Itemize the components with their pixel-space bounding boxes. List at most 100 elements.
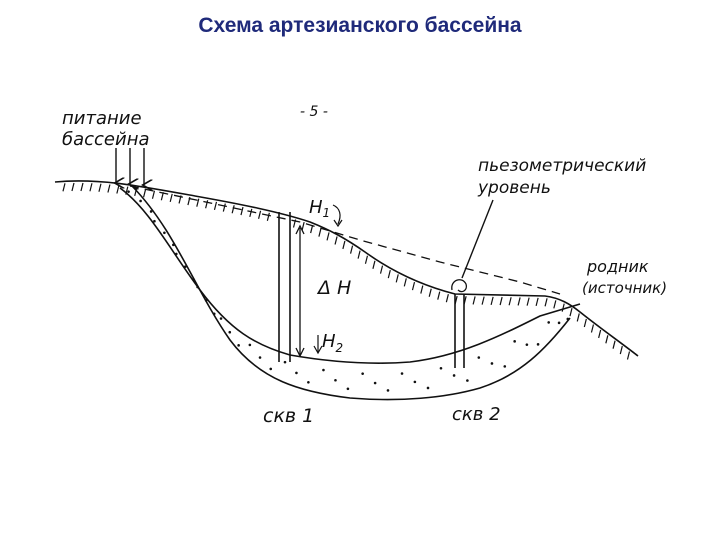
hatch-mark [598, 329, 602, 339]
hatch-mark [553, 300, 557, 309]
sand-dot [196, 285, 199, 289]
sand-dot [466, 379, 469, 382]
page-title: Схема артезианского бассейна [198, 14, 522, 37]
aquifer-sand-dots [127, 190, 570, 392]
sand-dot [373, 381, 377, 385]
well-2 [454, 294, 465, 368]
hatch-mark [428, 288, 432, 297]
hatch-mark [231, 205, 235, 214]
sand-dot [269, 367, 273, 371]
hatch-mark [364, 255, 369, 264]
sand-dot [439, 366, 443, 370]
hatch-mark [472, 296, 476, 305]
hatch-mark [71, 182, 75, 192]
hatch-mark [151, 190, 156, 199]
sand-dot [386, 389, 390, 392]
sand-dot [192, 278, 195, 281]
sand-dot [547, 321, 551, 324]
hatch-mark [569, 307, 573, 317]
hatch-mark [490, 296, 494, 305]
hatch-mark [143, 189, 147, 198]
hatch-mark [379, 265, 384, 274]
sand-dot [334, 378, 337, 382]
hatch-mark [116, 185, 120, 194]
sand-dot [477, 356, 481, 359]
delta-h-label: Δ H [316, 277, 351, 299]
hatch-mark [420, 285, 424, 294]
hatch-mark [605, 335, 609, 344]
hatch-mark [107, 184, 111, 193]
hatch-mark [508, 297, 512, 306]
hatch-mark [258, 210, 262, 219]
hatch-mark [301, 221, 305, 231]
hatch-mark [89, 183, 93, 192]
sand-dot [557, 321, 561, 325]
sand-dot [426, 386, 430, 390]
hatch-mark [395, 274, 399, 283]
hatch-mark [612, 340, 616, 349]
hatch-mark [357, 250, 361, 259]
hatch-mark [626, 351, 631, 360]
sand-dot [204, 299, 208, 302]
piezometric-level-line [129, 185, 561, 295]
hatch-mark [437, 291, 441, 300]
hatch-mark [481, 296, 485, 305]
hatch-mark [349, 245, 354, 254]
hatch-mark [318, 228, 322, 237]
feed-label-line2: бассейна [62, 129, 150, 150]
sand-dot [513, 340, 516, 343]
sand-dot [346, 387, 350, 391]
hatch-mark [213, 201, 218, 211]
sand-dot [295, 371, 298, 375]
piezo-label-line2: уровень [477, 178, 551, 198]
feed-label-line1: питание [62, 108, 142, 129]
ground-surface [54, 180, 639, 357]
hatch-mark [205, 200, 209, 209]
sand-dot [361, 372, 364, 375]
sand-dot [212, 312, 216, 316]
surface-hatching [62, 182, 631, 360]
sand-dot [183, 265, 187, 268]
spring-label-line2: (источник) [582, 279, 667, 297]
h1-arrow [332, 204, 343, 228]
hatch-mark [526, 297, 530, 306]
hatch-mark [583, 318, 587, 328]
h2-label: H2 [322, 331, 343, 355]
hatch-mark [334, 236, 338, 245]
h1-label: H1 [309, 197, 330, 220]
sand-dot [536, 343, 540, 346]
hatch-mark [240, 206, 244, 216]
hatch-mark [98, 183, 102, 192]
hatch-mark [411, 281, 416, 291]
well-1 [278, 212, 291, 362]
hatch-mark [196, 198, 200, 207]
hatch-mark [445, 294, 449, 303]
piezo-label-line1: пьезометрический [478, 156, 646, 176]
aquifer-bottom-boundary [131, 185, 571, 401]
sand-dot [283, 360, 287, 364]
h2-arrow [313, 335, 323, 355]
sand-dot [219, 317, 223, 320]
sand-dot [172, 243, 175, 247]
spring-outflow-icon [451, 279, 468, 293]
sand-dot [228, 330, 232, 334]
sand-dot [525, 343, 529, 346]
hatch-mark [62, 183, 66, 192]
well-2-label: скв 2 [452, 404, 501, 425]
hatch-mark [535, 297, 539, 306]
delta-h-measure [295, 224, 305, 358]
sand-dot [139, 199, 142, 203]
hatch-mark [342, 240, 346, 250]
sand-dot [248, 343, 252, 347]
spring-label-line1: родник [586, 257, 649, 276]
sand-dot [127, 190, 130, 193]
hatch-mark [590, 324, 595, 333]
hatch-mark [169, 193, 173, 202]
hatch-mark [249, 208, 253, 218]
hatch-mark [80, 182, 84, 192]
sand-dot [503, 365, 507, 368]
sand-dot [413, 380, 417, 384]
hatch-mark [517, 297, 521, 306]
hatch-mark [326, 232, 330, 241]
